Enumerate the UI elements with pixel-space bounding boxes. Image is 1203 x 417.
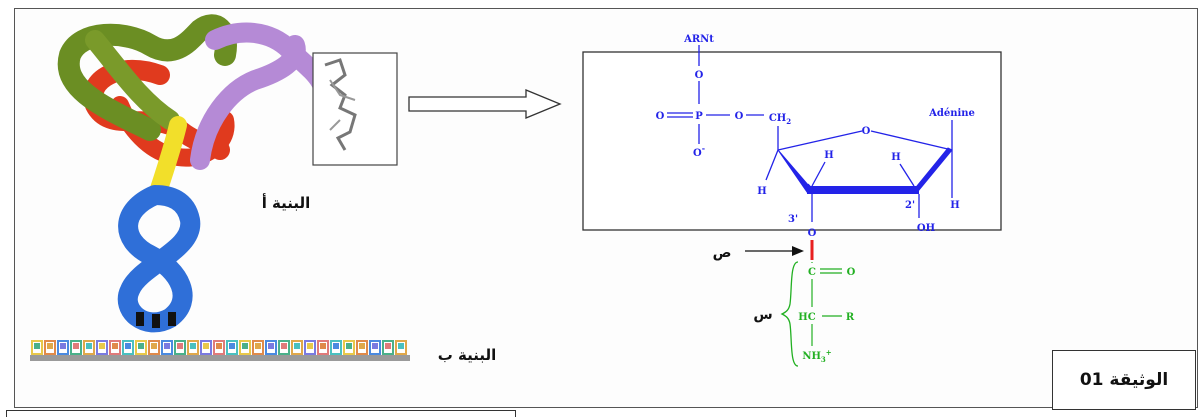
aa-r-label: R [846, 312, 855, 323]
arnt-label: ARNt [683, 34, 714, 45]
o-top-label: O [695, 70, 704, 81]
adenosine-inset [312, 52, 398, 166]
hollow-arrow [408, 89, 562, 119]
nucleotide-base [385, 343, 391, 349]
nucleotide-base [34, 343, 40, 349]
nucleotide-base [177, 343, 183, 349]
aa-c-label: C [808, 267, 816, 278]
document-label: الوثيقة 01 [1079, 370, 1169, 390]
nucleotide-base [138, 343, 144, 349]
aa-nh3-label: NH3+ [802, 348, 831, 364]
label-sad: ص [713, 245, 732, 261]
nucleotide-base [294, 343, 300, 349]
nucleotide-base [164, 343, 170, 349]
h-c4-label: H [757, 186, 766, 197]
nucleotide-base [125, 343, 131, 349]
nucleotide-base [151, 343, 157, 349]
trna-strand-b [30, 340, 410, 361]
nucleotide-base [320, 343, 326, 349]
nucleotide-base [229, 343, 235, 349]
nucleotide-base [86, 343, 92, 349]
nucleotide-base [112, 343, 118, 349]
o-bridge-label: O [735, 111, 744, 122]
h-c2-label: H [891, 152, 900, 163]
c3-prime-label: 3' [788, 214, 798, 225]
nucleotide-base [216, 343, 222, 349]
nucleotide-base [190, 343, 196, 349]
adenine-label: Adénine [928, 108, 975, 119]
label-sin: س [753, 307, 772, 323]
document-label-box: الوثيقة 01 [1052, 350, 1196, 410]
aa-hc-label: HC [798, 312, 815, 323]
nucleotide-base [333, 343, 339, 349]
nucleotide-base [242, 343, 248, 349]
c2-prime-label: 2' [905, 200, 915, 211]
nucleotide-base [203, 343, 209, 349]
nucleotide-base [99, 343, 105, 349]
bottom-box-edge [6, 410, 516, 417]
nucleotide-base [268, 343, 274, 349]
nucleotide-base [73, 343, 79, 349]
nucleotide-base [307, 343, 313, 349]
nucleotide-base [372, 343, 378, 349]
oh-label: OH [917, 223, 935, 234]
nucleotide-base [255, 343, 261, 349]
ch2-label: CH2 [769, 113, 791, 126]
ring-o-label: O [862, 126, 871, 137]
o-c3-label: O [808, 228, 817, 239]
amino-acid-structure: C O HC R NH3+ [780, 261, 856, 367]
o-minus-label: O- [693, 143, 705, 159]
o-double-label: O [656, 111, 665, 122]
structure-b-label: البنية ب [438, 346, 497, 364]
molecule-box [582, 51, 1002, 231]
nucleotide-base [47, 343, 53, 349]
nucleotide-base [398, 343, 404, 349]
nucleotide-base [281, 343, 287, 349]
bond-pointer [745, 246, 804, 256]
nucleotide-base [359, 343, 365, 349]
trna-3d-model [57, 14, 336, 333]
structure-a-label: البنية أ [262, 193, 311, 212]
h-c3-label: H [824, 150, 833, 161]
nucleotide-structure: ARNt O O P O CH2 O- O Adénine H H H H 3' [656, 34, 975, 239]
nucleotide-base [346, 343, 352, 349]
nucleotide-base [60, 343, 66, 349]
p-label: P [695, 111, 703, 122]
aa-o-label: O [847, 267, 856, 278]
h-c1-label: H [950, 200, 959, 211]
